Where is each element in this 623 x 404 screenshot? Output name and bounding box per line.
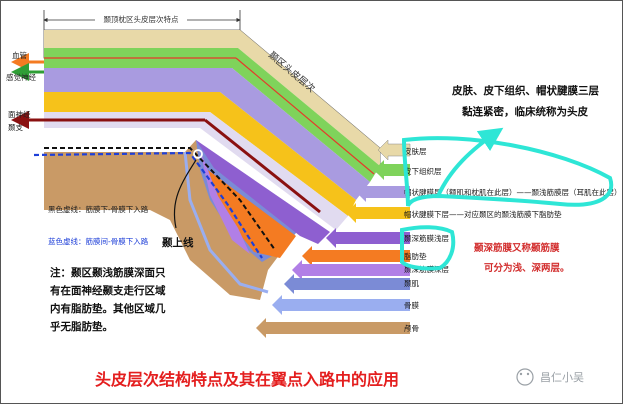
fascia-note-1: 颞深筋膜又称颞筋膜 (473, 242, 560, 254)
subcutaneous-layer (44, 48, 380, 182)
subgaleal-layer-label: 帽状腱膜下层——对应颞区的颞浅筋膜下脂肪垫 (404, 209, 562, 219)
nerve-label: 感觉神经 (6, 72, 36, 82)
temporalis-label: 颞肌 (404, 279, 419, 288)
footer-title: 头皮层次结构特点及其在翼点入路中的应用 (95, 370, 399, 389)
fat-pad-arrow (302, 246, 410, 266)
temporal-line-pointer (173, 159, 197, 229)
top-label-bg (95, 13, 187, 25)
temporal-line-marker (193, 149, 203, 159)
wechat-icon (516, 368, 534, 386)
deep-fascia-superficial (196, 140, 330, 244)
layer-arrows (256, 139, 411, 338)
deep-fascia-deep-arrow (292, 260, 410, 280)
loose-layer (44, 112, 348, 230)
temporal-branch-label: 颞支 (8, 122, 23, 132)
deep-fascia-sup-arrow (326, 228, 410, 248)
top-label: 颞顶枕区头皮层次特点 (104, 14, 179, 24)
subcutaneous-layer-label: 皮下组织层 (404, 166, 442, 176)
deep-fascia-sup-label: 颞深筋膜浅层 (404, 233, 449, 243)
fat-pad-region (208, 170, 296, 258)
note-line-3: 内有脂肪垫。其他区域几 (50, 302, 166, 315)
periosteum-label: 骨膜 (404, 300, 419, 310)
subgaleal-layer (44, 92, 356, 216)
temporal-line-label: 颞上线 (161, 236, 194, 249)
scalp-highlight (401, 136, 614, 207)
galea-layer (44, 68, 370, 200)
galea-layer-label: 帽状腱膜层（额肌和枕肌在此层）——颞浅筋膜层（耳肌在此层） (404, 187, 622, 197)
deep-fascia-deep (200, 150, 250, 254)
note-line-2: 有在面神经颞支走行区域 (50, 284, 166, 297)
note-line-1: 注：颞区颞浅筋膜深面只 (50, 266, 166, 279)
bone-arrow (256, 318, 410, 338)
facial-nerve-diag (204, 118, 321, 214)
scalp-note-2: 黏连紧密，临床统称为头皮 (462, 105, 588, 118)
vessel-label: 血管 (12, 50, 27, 60)
note-line-4: 乎无脂肪垫。 (50, 320, 113, 333)
fat-pad-label: 脂肪垫 (404, 251, 427, 261)
watermark: 昌仁小吴 (540, 371, 584, 384)
blue-dashed-approach (33, 151, 263, 259)
scalp-note-1: 皮肤、皮下组织、帽状腱膜三层 (451, 84, 599, 97)
fascia-note-2: 可分为浅、深两层。 (484, 262, 570, 274)
blue-dash-legend: 蓝色虚线：筋膜间-骨膜下入路 (48, 236, 149, 246)
bone-label: 颅骨 (404, 323, 419, 333)
facial-nerve-label: 面神经 (8, 109, 31, 119)
black-dash-legend: 黑色虚线：筋膜下-骨膜下入路 (48, 204, 149, 214)
skin-layer (44, 30, 380, 166)
temporalis-arrow (284, 274, 410, 294)
fascia-highlight (400, 225, 456, 271)
periosteum-line (183, 151, 269, 294)
skin-layer-label: 皮肤层 (404, 146, 427, 156)
periosteum-arrow (272, 295, 410, 315)
black-dashed-approach (44, 147, 276, 251)
galea-arrow (356, 182, 410, 202)
subcutaneous-arrow (374, 160, 410, 180)
vessel-line-diag (235, 57, 375, 175)
subgaleal-arrow (346, 203, 410, 223)
scalp-highlight-arrow (436, 127, 504, 197)
